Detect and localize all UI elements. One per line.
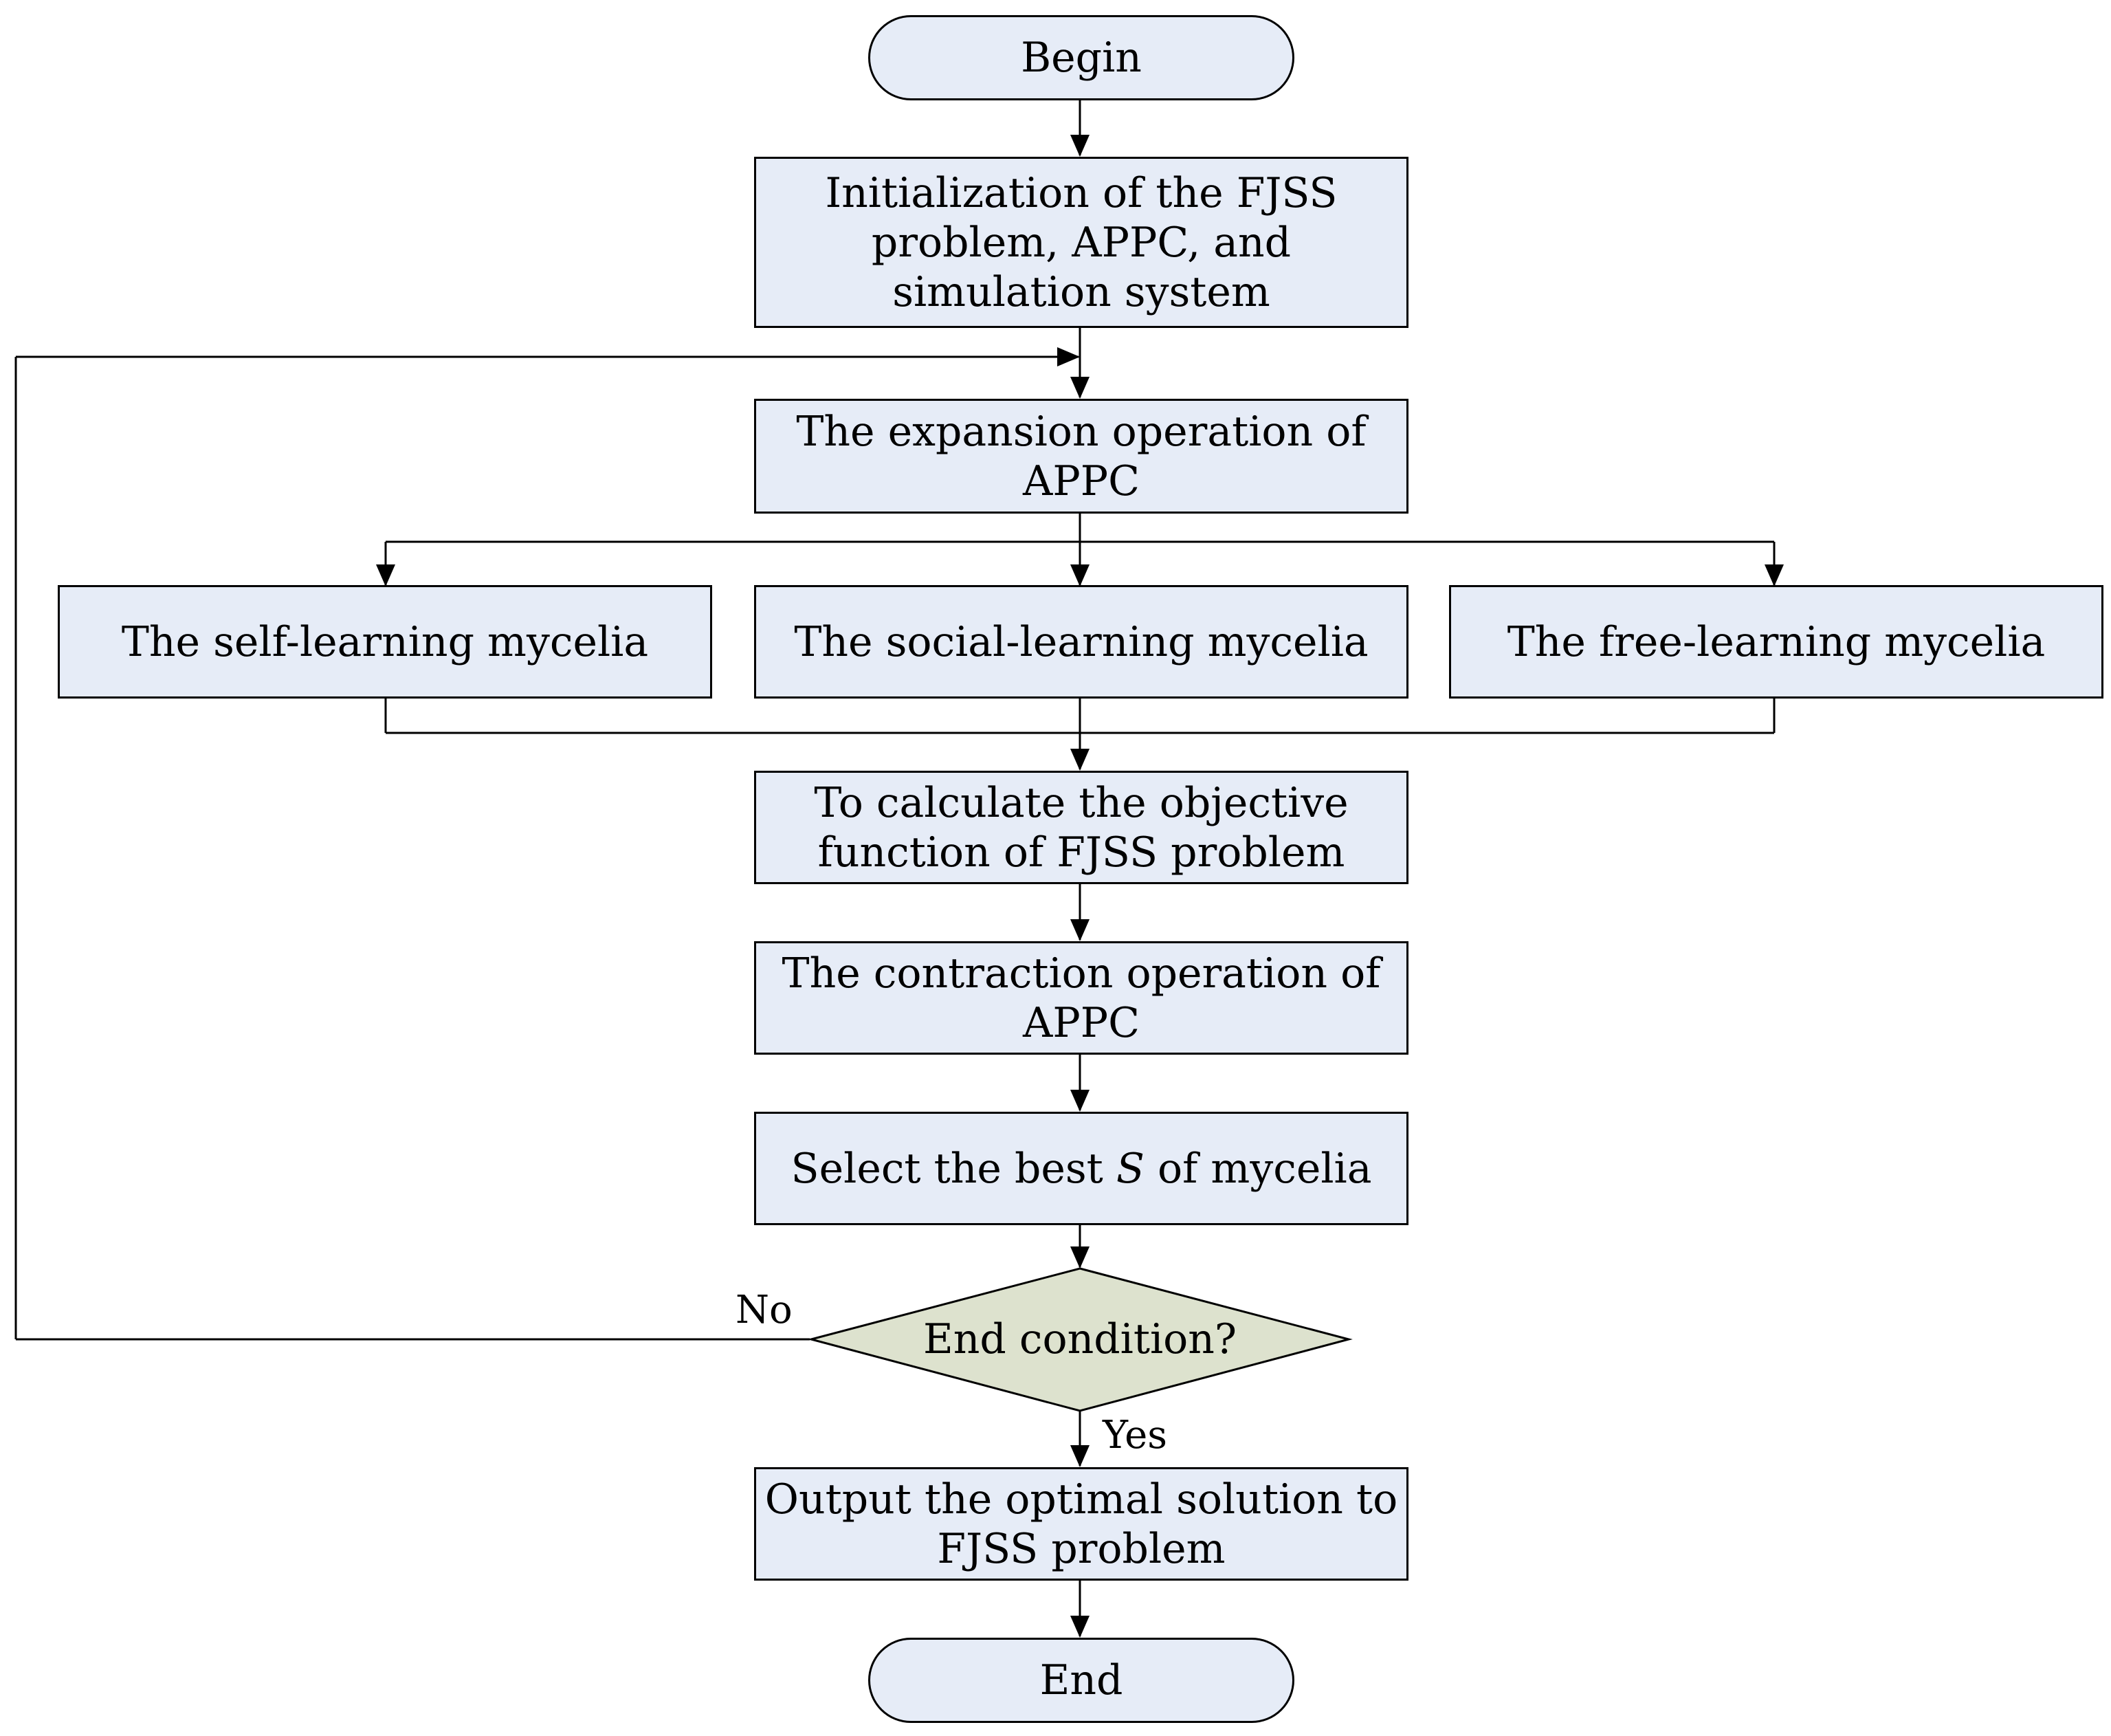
init-process: Initialization of the FJSS problem, APPC…: [754, 157, 1408, 328]
objective-process: To calculate the objective function of F…: [754, 771, 1408, 884]
decision-diamond: [807, 1267, 1353, 1412]
arrowhead-select: [1070, 1090, 1090, 1112]
yes-label: Yes: [1103, 1413, 1167, 1458]
arrowhead-free-learning: [1765, 564, 1784, 586]
social-learning-process: The social-learning mycelia: [754, 585, 1408, 699]
arrowhead-expansion: [1070, 377, 1090, 399]
no-label: No: [736, 1288, 793, 1332]
output-process: Output the optimal solution to FJSS prob…: [754, 1467, 1408, 1581]
end-terminal: End: [868, 1638, 1294, 1723]
self-learning-process: The self-learning mycelia: [58, 585, 712, 699]
arrowhead-end: [1070, 1616, 1090, 1638]
arrowhead-objective: [1070, 749, 1090, 771]
select-text-before: Select the best: [791, 1144, 1116, 1193]
select-variable: S: [1116, 1144, 1145, 1193]
arrowhead-social-learning: [1070, 564, 1090, 586]
expansion-process: The expansion operation of APPC: [754, 399, 1408, 514]
arrowhead-contraction: [1070, 919, 1090, 941]
begin-terminal: Begin: [868, 15, 1294, 100]
arrowhead-self-learning: [376, 564, 395, 586]
decision-label: End condition?: [922, 1315, 1237, 1363]
select-process: Select the best S of mycelia: [754, 1112, 1408, 1225]
arrowhead-output: [1070, 1445, 1090, 1467]
free-learning-process: The free-learning mycelia: [1449, 585, 2103, 699]
arrowhead-init: [1070, 135, 1090, 157]
arrowhead-decision: [1070, 1246, 1090, 1268]
contraction-process: The contraction operation of APPC: [754, 941, 1408, 1055]
select-text-after: of mycelia: [1144, 1144, 1372, 1193]
arrowhead-loop-back: [1057, 347, 1080, 366]
